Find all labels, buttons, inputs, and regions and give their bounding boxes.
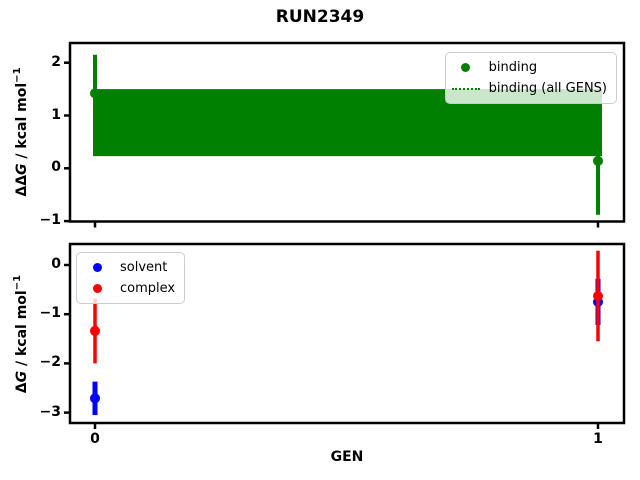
y-axis-label-top: ΔΔG / kcal mol−1 [12,67,30,197]
binding-point [90,88,100,99]
figure-title: RUN2349 [275,7,365,27]
y-tick-label: 0 [51,159,61,176]
axes-frame [68,242,626,425]
x-tick-label: 0 [90,431,100,447]
axes-bottom [64,242,626,429]
y-tick-label: 2 [51,53,61,70]
legend-label: binding (all GENS) [488,81,607,96]
x-axis-label: GEN [330,449,364,465]
solvent-circle-icon [82,263,112,272]
complex-point [593,290,603,301]
axes-frame [68,41,626,223]
complex-point [90,325,100,336]
y-tick-label: −1 [39,212,61,229]
legend-entry-solvent: solvent [82,257,175,278]
y-tick-label: −2 [39,354,61,371]
y-tick-label: −1 [39,305,61,322]
y-tick-label: 1 [51,106,61,123]
legend-binding: binding binding (all GENS) [444,52,617,104]
legend-entry-binding: binding [451,57,607,78]
legend-entry-binding-all-gens: binding (all GENS) [451,78,607,99]
complex-circle-icon [82,284,112,293]
legend-label: complex [120,281,176,296]
solvent-point [90,393,100,404]
dotted-line-icon [451,87,481,90]
y-tick-label: 0 [51,256,61,273]
binding-circle-icon [451,63,481,72]
x-tick-label: 1 [593,431,603,447]
y-axis-label-bottom: ΔG / kcal mol−1 [12,274,30,393]
legend-entry-complex: complex [82,278,175,299]
legend-solvent-complex: solvent complex [76,252,186,304]
legend-label: binding [488,60,538,75]
y-tick-label: −3 [39,403,61,420]
legend-label: solvent [120,260,168,275]
binding-point [593,155,603,166]
